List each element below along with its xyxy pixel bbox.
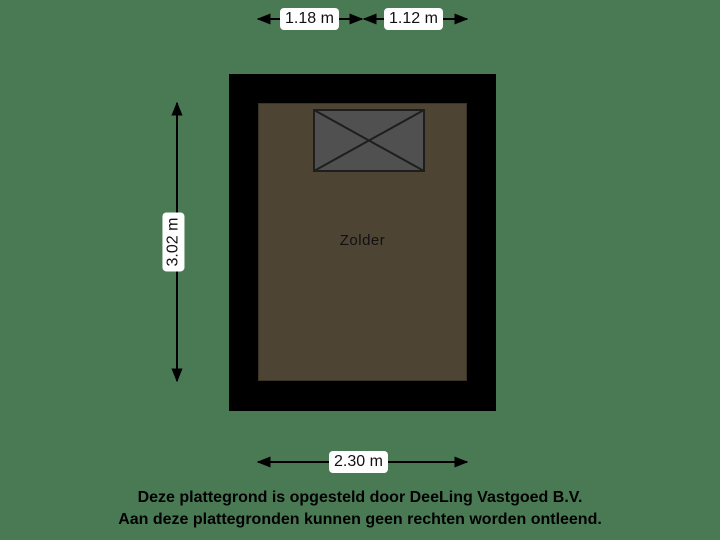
room-label: Zolder (339, 232, 386, 249)
disclaimer-line-2: Aan deze plattegronden kunnen geen recht… (118, 511, 602, 528)
dimension-label-top-right: 1.12 m (384, 8, 443, 30)
dimension-label-top-left: 1.18 m (280, 8, 339, 30)
attic-hatch-icon (313, 109, 425, 172)
dimension-label-bottom: 2.30 m (329, 451, 388, 473)
dimension-label-left: 3.02 m (162, 212, 185, 272)
disclaimer-line-1: Deze plattegrond is opgesteld door DeeLi… (137, 489, 583, 506)
